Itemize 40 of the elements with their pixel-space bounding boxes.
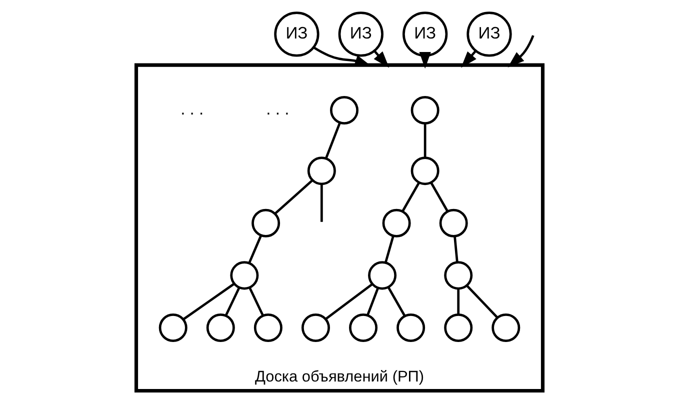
- node-circle: [439, 208, 468, 238]
- node-circle: [410, 156, 440, 186]
- node-circle: [206, 313, 235, 342]
- node-circle: [301, 313, 330, 342]
- node-circle: [410, 96, 440, 124]
- label: . . .: [180, 100, 204, 119]
- node-circle: [252, 208, 280, 238]
- connector: [457, 288, 460, 315]
- connector: [182, 282, 235, 320]
- node-circle: [396, 313, 426, 342]
- node-circle: [382, 208, 411, 238]
- connector: [248, 287, 264, 316]
- connector: [454, 236, 458, 262]
- connector: [430, 182, 449, 212]
- node-circle: [444, 313, 473, 342]
- arrow: [419, 52, 431, 69]
- connector: [466, 284, 498, 318]
- node-circle: [349, 313, 378, 342]
- connector: [402, 182, 420, 212]
- node-circle: [444, 261, 473, 290]
- node-circle: [254, 313, 282, 342]
- connector: [320, 184, 323, 222]
- node-circle: [368, 261, 397, 290]
- node-circle: [307, 156, 336, 186]
- connector: [274, 179, 314, 214]
- connector: [324, 122, 342, 159]
- node-circle: [158, 313, 188, 342]
- connector: [387, 286, 406, 317]
- connector: [224, 287, 240, 316]
- connector: [366, 288, 379, 316]
- node-circle: [230, 261, 259, 290]
- connector: [248, 234, 262, 264]
- label: . . .: [266, 100, 290, 119]
- node-circle: [492, 313, 520, 342]
- node-circle: [330, 96, 359, 124]
- connector: [424, 124, 426, 158]
- connector: [325, 283, 373, 320]
- node-circle: ИЗ: [274, 12, 320, 57]
- arrow: [508, 35, 534, 68]
- connector: [384, 236, 394, 264]
